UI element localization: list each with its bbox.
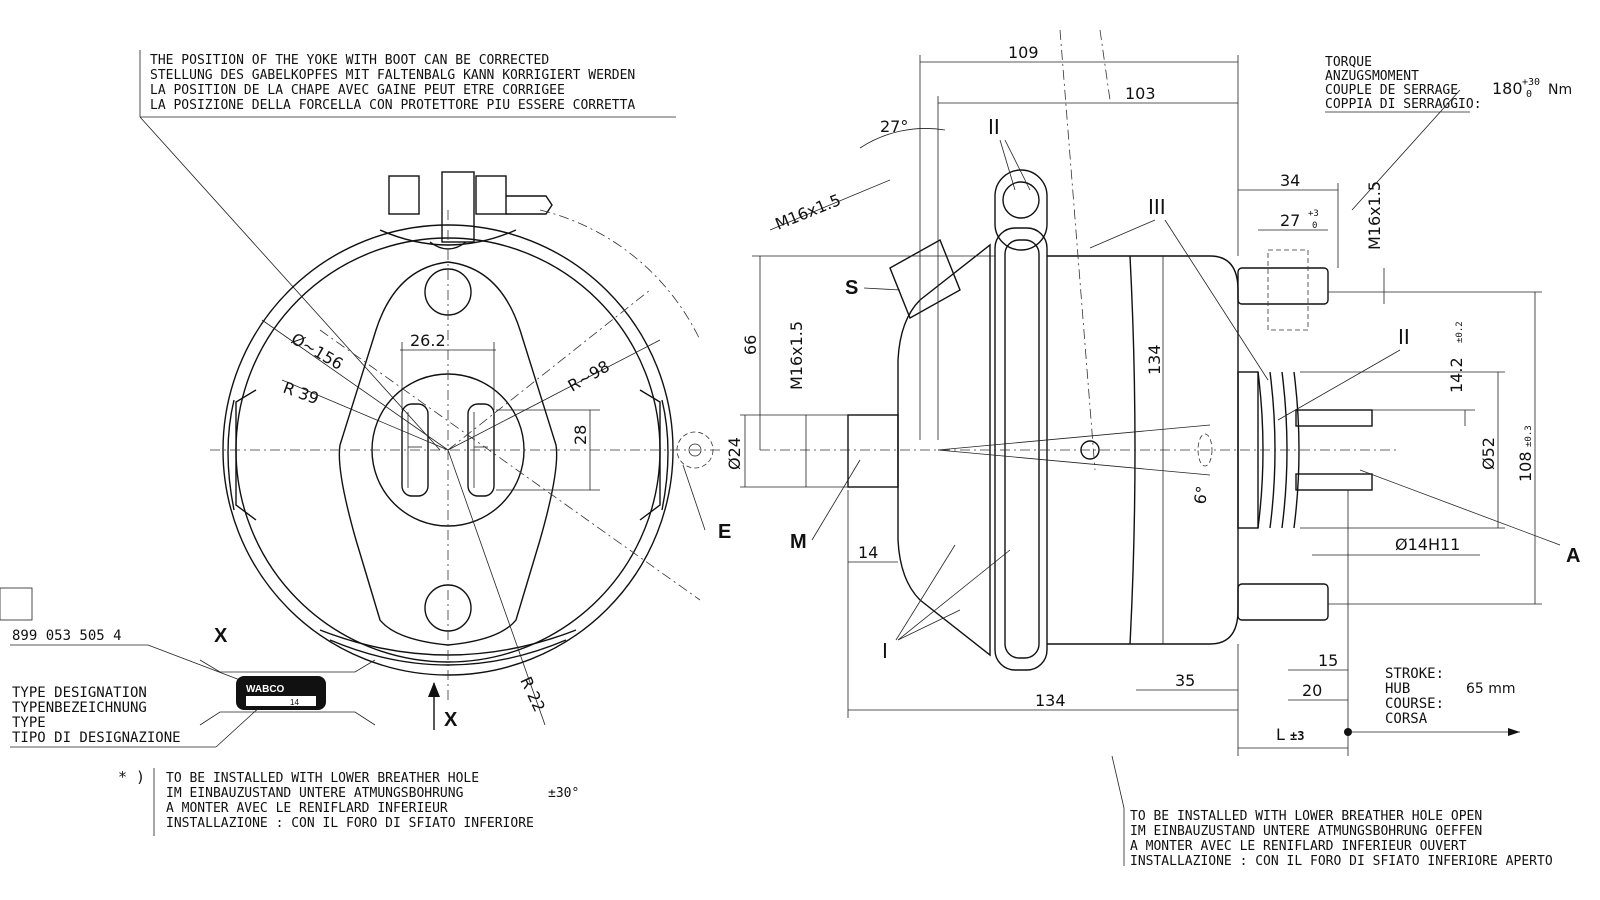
type-designation-fr: TYPE [12, 715, 46, 731]
torque-spec: TORQUE ANZUGSMOMENT COUPLE DE SERRAGE CO… [1325, 55, 1572, 113]
dim-27deg: 27° [880, 117, 908, 136]
install-left-line-2: IM EINBAUZUSTAND UNTERE ATMUNGSBOHRUNG [166, 786, 464, 801]
dim-27-tol-upper: +3 [1308, 209, 1319, 219]
dim-dia-24: Ø24 [725, 437, 744, 470]
torque-unit: Nm [1548, 82, 1572, 98]
install-right-line-4: INSTALLAZIONE : CON IL FORO DI SFIATO IN… [1130, 854, 1553, 869]
dim-l-tol: ±3 [1290, 729, 1304, 743]
dim-r-98: R~98 [565, 357, 613, 396]
label-x-arrow: X [444, 709, 458, 731]
dim-26-2: 26.2 [410, 331, 446, 350]
label-a: A [1566, 545, 1580, 567]
dim-thread-r: M16x1.5 [1365, 181, 1384, 250]
install-angle: ±30° [548, 786, 579, 801]
dim-14-2: 14.2 [1447, 357, 1466, 393]
dim-103: 103 [1125, 84, 1156, 103]
stroke-value: 65 mm [1466, 681, 1516, 697]
torque-tol-upper: +30 [1522, 77, 1540, 88]
dim-r-39: R 39 [281, 378, 322, 408]
yoke-note-line-1: THE POSITION OF THE YOKE WITH BOOT CAN B… [150, 53, 549, 68]
label-m: M [790, 531, 807, 553]
install-right-line-1: TO BE INSTALLED WITH LOWER BREATHER HOLE… [1130, 809, 1482, 824]
dim-dia-52: Ø52 [1479, 437, 1498, 470]
stroke-label-it: CORSA [1385, 711, 1428, 727]
install-note-right: TO BE INSTALLED WITH LOWER BREATHER HOLE… [1111, 755, 1553, 869]
view-arrow-x: X [428, 682, 458, 731]
label-s: S [845, 277, 858, 299]
type-designation-de: TYPENBEZEICHNUNG [12, 700, 147, 716]
side-centerlines [760, 29, 1400, 471]
dim-108-tol: ±0.3 [1524, 425, 1534, 447]
install-note-left: * ) TO BE INSTALLED WITH LOWER BREATHER … [118, 768, 579, 836]
asterisk-marker: * ) [118, 768, 145, 786]
dim-14-2-tol: ±0.2 [1455, 321, 1465, 343]
stroke-label-fr: COURSE: [1385, 696, 1444, 712]
stroke-label-de: HUB [1385, 681, 1410, 697]
dim-134-horiz: 134 [1035, 691, 1066, 710]
front-view: THE POSITION OF THE YOKE WITH BOOT CAN B… [139, 50, 731, 731]
install-left-line-3: A MONTER AVEC LE RENIFLARD INFERIEUR [166, 801, 448, 816]
install-left-line-4: INSTALLAZIONE : CON IL FORO DI SFIATO IN… [166, 816, 534, 831]
yoke-note-line-3: LA POSITION DE LA CHAPE AVEC GAINE PEUT … [150, 83, 565, 98]
nameplate-code: 14 [290, 698, 299, 707]
front-centerlines [210, 209, 720, 700]
part-number: 899 053 505 4 [12, 628, 122, 644]
install-right-line-2: IM EINBAUZUSTAND UNTERE ATMUNGSBOHRUNG O… [1130, 824, 1482, 839]
yoke-note-line-2: STELLUNG DES GABELKOPFES MIT FALTENBALG … [150, 68, 635, 83]
dim-20: 20 [1302, 681, 1322, 700]
dim-109: 109 [1008, 43, 1039, 62]
type-designation-it: TIPO DI DESIGNAZIONE [12, 730, 181, 746]
dim-108: 108 [1516, 451, 1535, 482]
dim-l: L [1276, 725, 1285, 744]
install-right-line-3: A MONTER AVEC LE RENIFLARD INFERIEUR OUV… [1130, 839, 1467, 854]
install-left-line-1: TO BE INSTALLED WITH LOWER BREATHER HOLE [166, 771, 479, 786]
label-ii-right: II [1398, 325, 1410, 349]
front-housing [222, 171, 714, 676]
torque-label-en: TORQUE [1325, 55, 1372, 70]
label-iii: III [1148, 195, 1166, 219]
torque-label-de: ANZUGSMOMENT [1325, 69, 1419, 84]
label-e: E [718, 521, 731, 543]
dim-6deg: 6° [1190, 484, 1212, 505]
stroke-label-en: STROKE: [1385, 666, 1444, 682]
dim-15: 15 [1318, 651, 1338, 670]
torque-label-fr: COUPLE DE SERRAGE [1325, 83, 1458, 98]
side-dimensions: 109 103 27° M16x1.5 66 M16x1.5 Ø24 [725, 43, 1542, 756]
dim-dia-156: Ø~156 [288, 329, 346, 374]
torque-label-it: COPPIA DI SERRAGGIO: [1325, 97, 1482, 112]
dim-r-22: R 22 [516, 674, 549, 715]
dim-28: 28 [571, 425, 590, 445]
dim-34: 34 [1280, 171, 1300, 190]
dim-134-vert: 134 [1145, 344, 1164, 375]
label-i: I [882, 639, 888, 663]
dim-27-tol-lower: 0 [1312, 221, 1317, 231]
dim-27: 27 [1280, 211, 1300, 230]
dim-14: 14 [858, 543, 878, 562]
label-x-top: X [214, 625, 228, 647]
torque-value: 180 [1492, 79, 1523, 98]
yoke-note: THE POSITION OF THE YOKE WITH BOOT CAN B… [139, 50, 676, 451]
nameplate-brand: WABCO [246, 684, 285, 695]
torque-tol-lower: 0 [1526, 89, 1532, 100]
dim-thread-s: M16x1.5 [772, 190, 843, 233]
dim-66: 66 [741, 335, 760, 355]
yoke-note-line-4: LA POSIZIONE DELLA FORCELLA CON PROTETTO… [150, 98, 635, 113]
side-view: S M A II III II I 109 103 27° [725, 29, 1580, 756]
dim-thread-m: M16x1.5 [787, 321, 806, 390]
nameplate-callout: 899 053 505 4 TYPE DESIGNATION TYPENBEZE… [0, 587, 376, 748]
dim-dia-14h11: Ø14H11 [1395, 535, 1460, 554]
label-ii-top: II [988, 115, 1000, 139]
dim-35: 35 [1175, 671, 1195, 690]
stroke-spec: STROKE: HUB COURSE: CORSA 65 mm [1385, 666, 1516, 727]
side-housing [847, 169, 1373, 671]
type-designation-en: TYPE DESIGNATION [12, 685, 147, 701]
